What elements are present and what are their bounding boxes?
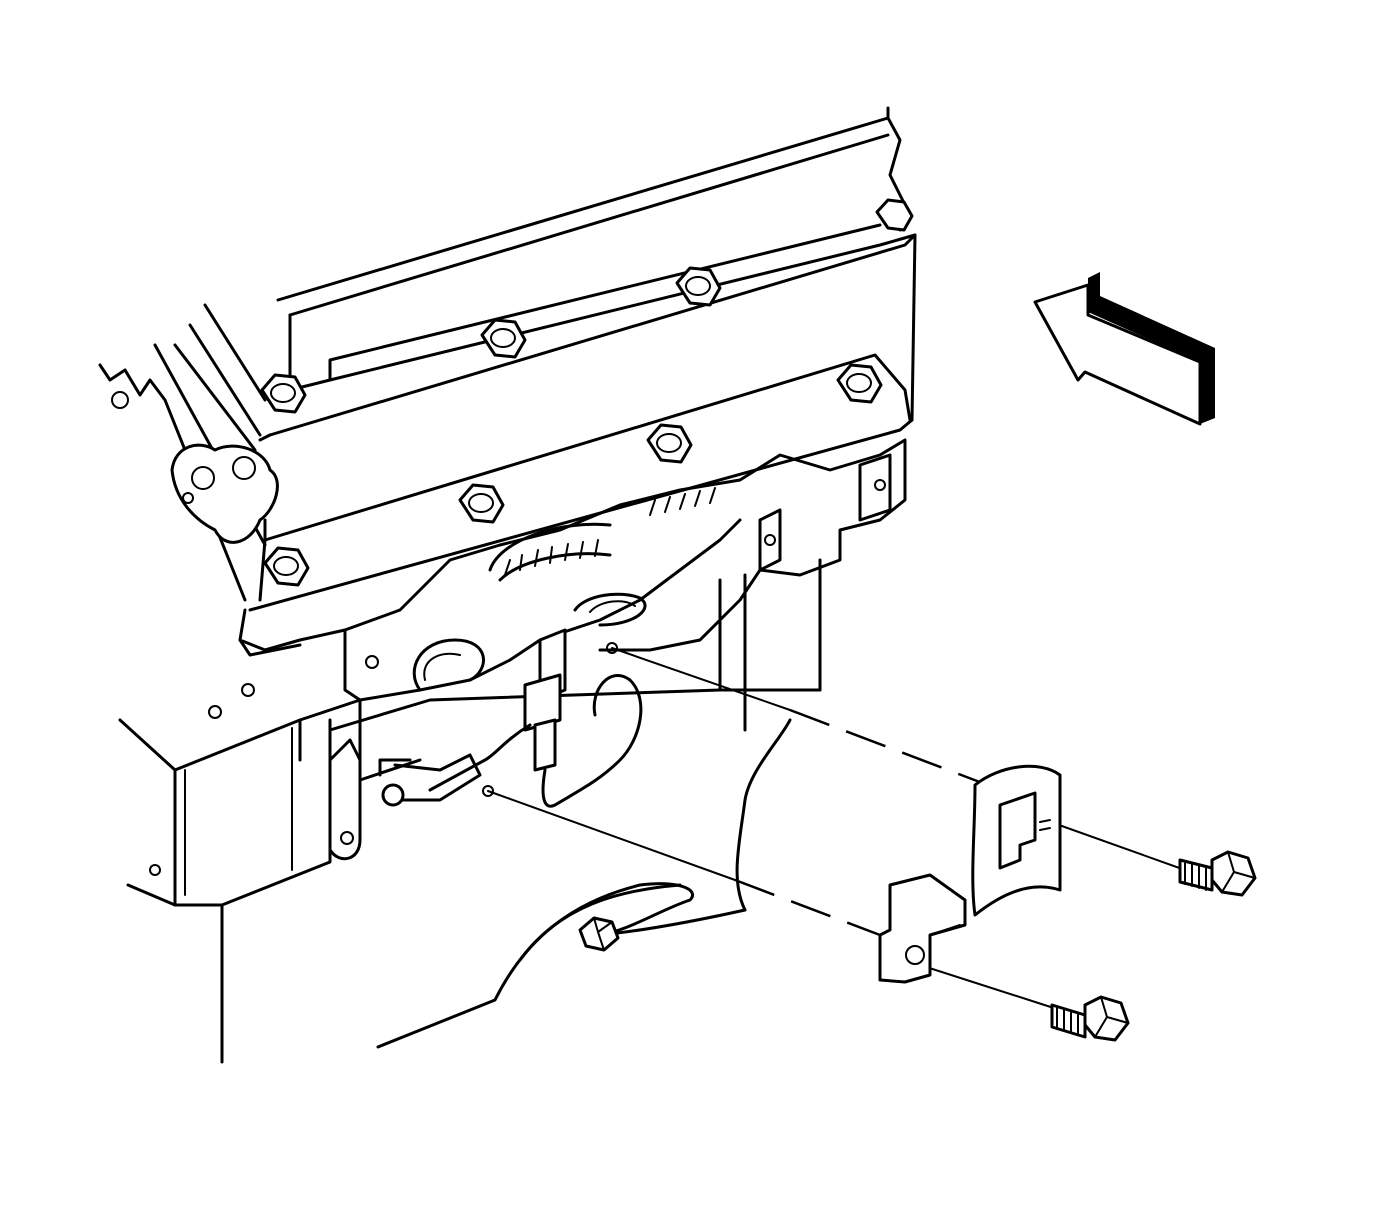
oxygen-sensor	[328, 628, 643, 861]
head-bolt	[675, 266, 722, 307]
assembly-lines	[482, 642, 1186, 1011]
head-bolt	[875, 198, 914, 232]
head-bolt	[263, 546, 310, 587]
direction-arrow	[1033, 272, 1215, 426]
engine-block	[118, 558, 822, 1064]
cylinder-head	[98, 106, 917, 612]
heat-shield	[878, 764, 1062, 984]
bolt	[1050, 995, 1130, 1042]
head-bolt	[836, 363, 883, 404]
exhaust-manifold	[238, 438, 907, 702]
head-bolt	[480, 318, 527, 359]
head-bolt	[260, 373, 307, 414]
head-bolt	[458, 483, 505, 524]
head-bolt	[646, 423, 693, 464]
bolt	[1178, 850, 1257, 897]
head-bolt-row-upper	[260, 198, 914, 414]
head-bolt-row-lower	[263, 363, 883, 587]
